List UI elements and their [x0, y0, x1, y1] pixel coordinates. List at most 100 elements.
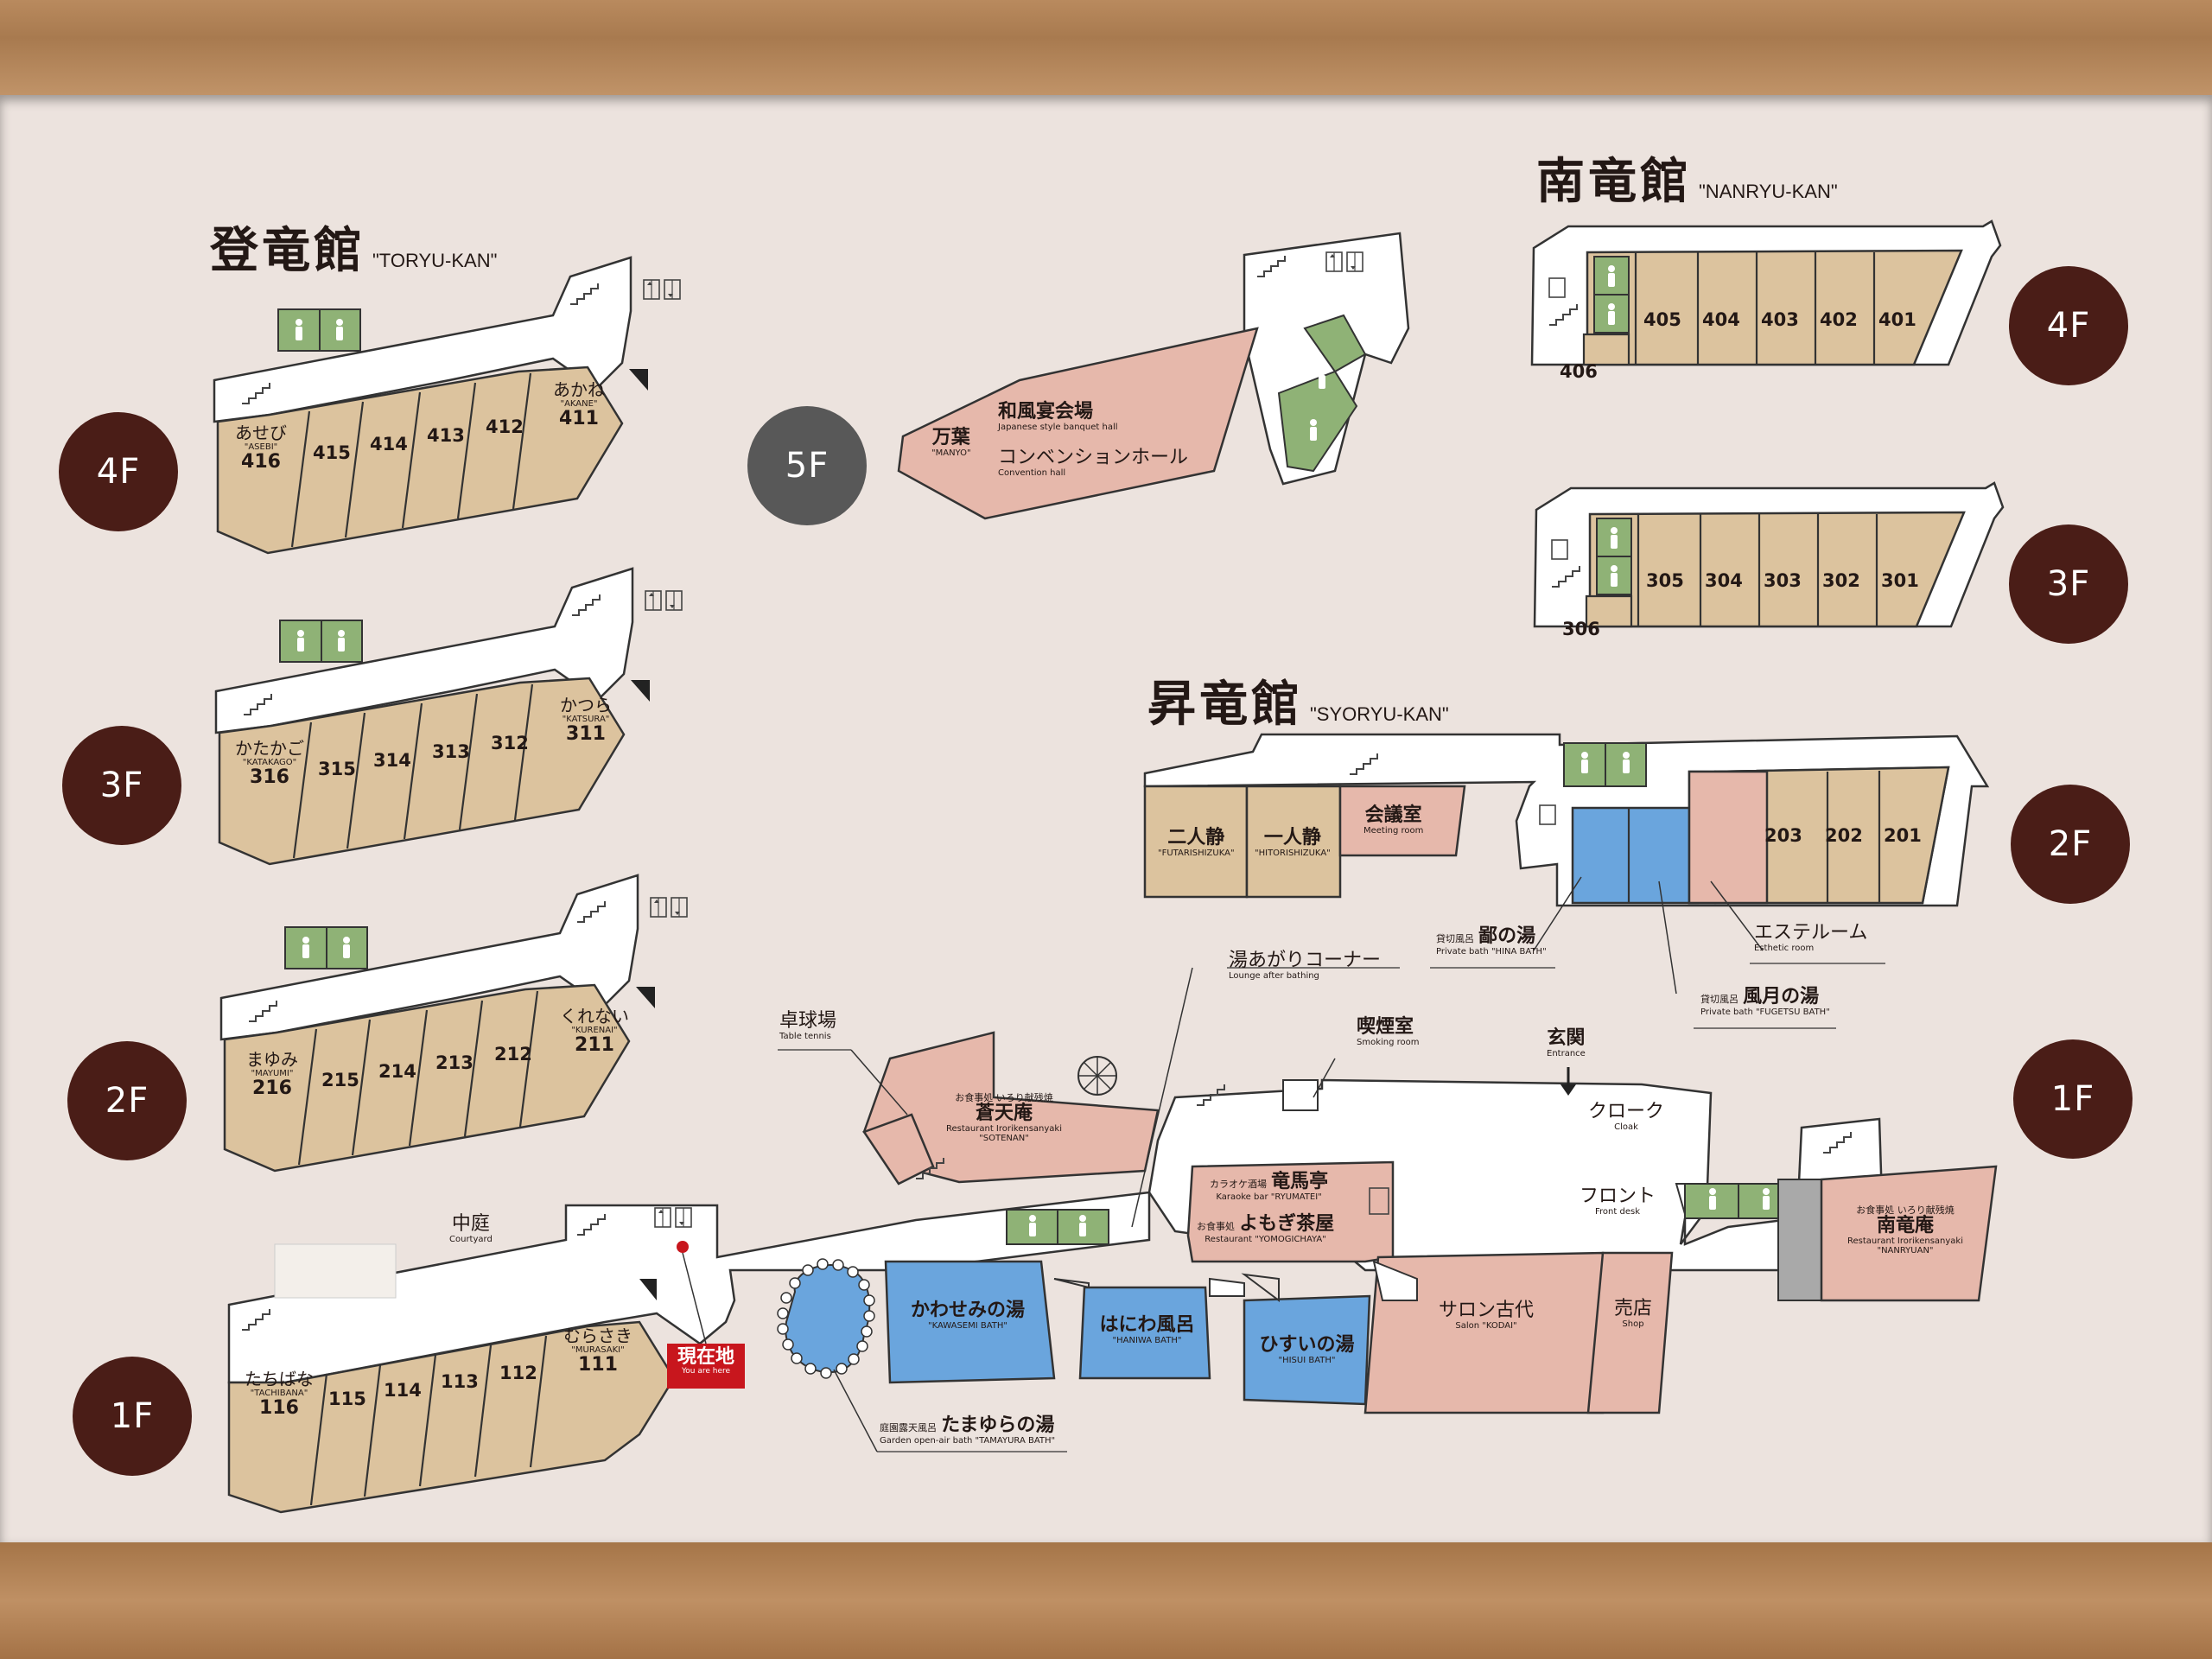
- room-216-no: 216: [252, 1077, 292, 1099]
- entrance-jp: 玄関: [1547, 1027, 1586, 1049]
- hina-bath-en: Private bath "HINA BATH": [1436, 947, 1547, 957]
- smoking-room-jp: 喫煙室: [1357, 1016, 1414, 1038]
- nanryu-kan-title: 南竜館 "NANRYU-KAN": [1536, 143, 1838, 213]
- hina-bath-label: 貸切風呂 鄙の湯 Private bath "HINA BATH": [1436, 925, 1547, 957]
- sotenan-jp: 蒼天庵: [975, 1103, 1033, 1125]
- banquet-hall-en: Japanese style banquet hall: [998, 423, 1118, 433]
- smoking-room-en: Smoking room: [1357, 1038, 1420, 1048]
- room-411: あかね "AKANE" 411: [553, 380, 605, 429]
- tamayura-bath-jp: たまゆらの湯: [941, 1414, 1055, 1436]
- you-are-here-marker: 現在地 You are here: [667, 1344, 745, 1389]
- hisui-bath-jp: ひすいの湯: [1259, 1334, 1355, 1356]
- room-411-jp: あかね: [553, 379, 605, 400]
- sotenan-prefix: お食事処 いろり献残焼: [955, 1092, 1053, 1103]
- toryu-kan-title: 登竜館 "TORYU-KAN": [210, 212, 497, 282]
- courtyard-jp: 中庭: [451, 1213, 490, 1235]
- room-301: 301: [1881, 570, 1919, 591]
- room-316-jp: かたかご: [235, 738, 304, 759]
- toryu-kan-title-en: "TORYU-KAN": [372, 250, 498, 271]
- room-311-no: 311: [566, 723, 606, 745]
- room-112: 112: [499, 1363, 537, 1383]
- meeting-room-jp: 会議室: [1364, 804, 1422, 826]
- toryu-4f-plan: [214, 257, 680, 553]
- tamayura-bath-prefix: 庭園露天風呂: [880, 1422, 937, 1433]
- shop-jp: 売店: [1613, 1298, 1652, 1319]
- nanryuan-en2: "NANRYUAN": [1877, 1246, 1934, 1256]
- nanryuan-jp: 南竜庵: [1876, 1215, 1934, 1237]
- salon-kodai-label: サロン古代 Salon "KODAI": [1382, 1300, 1590, 1331]
- room-201: 201: [1884, 825, 1922, 846]
- front-desk-jp: フロント: [1580, 1185, 1656, 1207]
- room-404: 404: [1702, 309, 1740, 330]
- room-116-en: "TACHIBANA": [250, 1389, 308, 1398]
- nanryuan-prefix: お食事処 いろり献残焼: [1856, 1205, 1955, 1216]
- ryumatei-label: カラオケ酒場 竜馬亭 Karaoke bar "RYUMATEI": [1210, 1171, 1329, 1202]
- you-are-here-jp: 現在地: [677, 1346, 734, 1368]
- entrance-label: 玄関 Entrance: [1547, 1027, 1586, 1058]
- yomogichaya-en: Restaurant "YOMOGICHAYA": [1205, 1235, 1326, 1245]
- manyo-5f-plan: [897, 232, 1410, 520]
- fugetsu-bath-en: Private bath "FUGETSU BATH": [1700, 1007, 1830, 1018]
- tamayura-bath-en: Garden open-air bath "TAMAYURA BATH": [880, 1436, 1056, 1446]
- hisui-bath-en: "HISUI BATH": [1278, 1356, 1336, 1366]
- wood-table-bottom: [0, 1542, 2212, 1659]
- room-416-en: "ASEBI": [244, 442, 278, 452]
- room-212: 212: [494, 1044, 532, 1065]
- nanryuan-en1: Restaurant Irorikensanyaki: [1847, 1236, 1963, 1247]
- room-416-jp: あせび: [235, 423, 287, 443]
- room-305: 305: [1646, 570, 1684, 591]
- room-416-no: 416: [241, 451, 281, 473]
- room-211-en: "KURENAI": [571, 1026, 618, 1035]
- room-215: 215: [321, 1070, 359, 1090]
- esthetic-room-label: エステルーム Esthetic room: [1754, 922, 1868, 954]
- room-316: かたかご "KATAKAGO" 316: [235, 739, 304, 788]
- ryumatei-prefix: カラオケ酒場: [1210, 1179, 1267, 1190]
- front-desk-label: フロント Front desk: [1580, 1185, 1656, 1217]
- room-213: 213: [435, 1052, 474, 1073]
- shop-label: 売店 Shop: [1603, 1298, 1663, 1329]
- sotenan-en1: Restaurant Irorikensanyaki: [946, 1124, 1062, 1135]
- manyo-en: "MANYO": [931, 448, 971, 459]
- nanryu-kan-title-en: "NANRYU-KAN": [1699, 181, 1838, 202]
- toryu-1f-plan: [227, 1191, 1151, 1514]
- room-116-jp: たちばな: [245, 1369, 314, 1389]
- cloak-jp: クローク: [1588, 1101, 1665, 1122]
- room-401: 401: [1878, 309, 1916, 330]
- floor-badge-toryu-1f: 1F: [73, 1357, 192, 1476]
- smoking-room-label: 喫煙室 Smoking room: [1357, 1016, 1420, 1048]
- syoryu-2f-plan: [1143, 733, 1990, 1029]
- room-116: たちばな "TACHIBANA" 116: [245, 1370, 314, 1419]
- esthetic-room-jp: エステルーム: [1754, 922, 1868, 944]
- front-desk-en: Front desk: [1595, 1207, 1640, 1217]
- kawasemi-bath-en: "KAWASEMI BATH": [927, 1321, 1008, 1332]
- syoryu-kan-title-en: "SYORYU-KAN": [1310, 703, 1449, 725]
- salon-kodai-jp: サロン古代: [1438, 1300, 1534, 1321]
- room-311: かつら "KATSURA" 311: [560, 696, 612, 745]
- syoryu-kan-title-jp: 昇竜館: [1147, 676, 1303, 733]
- lounge-label: 湯あがりコーナー Lounge after bathing: [1229, 950, 1381, 981]
- wood-table-top: [0, 0, 2212, 95]
- room-411-no: 411: [559, 408, 599, 429]
- courtyard-en: Courtyard: [449, 1235, 493, 1245]
- room-311-en: "KATSURA": [562, 715, 610, 724]
- fugetsu-bath-prefix: 貸切風呂: [1700, 994, 1738, 1005]
- fugetsu-bath-label: 貸切風呂 風月の湯 Private bath "FUGETSU BATH": [1700, 986, 1830, 1018]
- haniwa-bath-jp: はにわ風呂: [1099, 1314, 1195, 1336]
- esthetic-room-en: Esthetic room: [1754, 944, 1815, 954]
- room-111: むらさき "MURASAKI" 111: [563, 1326, 632, 1376]
- nanryuan-label: お食事処 いろり献残焼 南竜庵 Restaurant Irorikensanya…: [1827, 1205, 1983, 1255]
- room-316-no: 316: [250, 766, 289, 788]
- yomogichaya-prefix: お食事処: [1197, 1221, 1235, 1232]
- room-313: 313: [432, 741, 470, 762]
- room-416: あせび "ASEBI" 416: [235, 423, 287, 473]
- hitorishizuka-jp: 一人静: [1263, 827, 1321, 849]
- room-405: 405: [1643, 309, 1681, 330]
- tamayura-bath-label: 庭園露天風呂 たまゆらの湯 Garden open-air bath "TAMA…: [880, 1414, 1056, 1446]
- convention-hall-en: Convention hall: [998, 468, 1066, 479]
- table-tennis-jp: 卓球場: [779, 1010, 837, 1032]
- room-414: 414: [370, 434, 408, 454]
- ryumatei-jp: 竜馬亭: [1271, 1171, 1329, 1192]
- banquet-hall-jp: 和風宴会場: [998, 401, 1094, 423]
- table-tennis-label: 卓球場 Table tennis: [779, 1010, 837, 1041]
